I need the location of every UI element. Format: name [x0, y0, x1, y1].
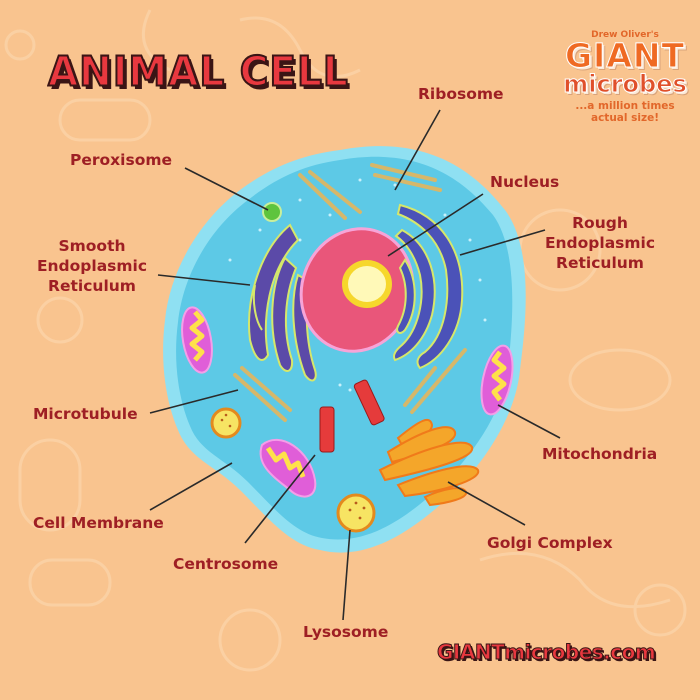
label-microtubule: Microtubule — [33, 405, 138, 423]
label-rough-er-line3: Reticulum — [556, 254, 644, 272]
label-mitochondria: Mitochondria — [542, 445, 658, 463]
label-smooth-er: Smooth Endoplasmic Reticulum — [32, 236, 152, 296]
logo-byline: Drew Oliver's — [591, 30, 659, 40]
website-link[interactable]: GIANTmicrobes.com — [436, 640, 656, 665]
lysosome-bottom — [336, 493, 376, 533]
logo-brand-top: GIANT — [564, 36, 686, 75]
golgi-complex — [378, 418, 480, 507]
logo-brand-bottom: microbes — [563, 70, 688, 98]
label-rough-er-line2: Endoplasmic — [544, 234, 656, 252]
label-peroxisome: Peroxisome — [70, 151, 173, 169]
giantmicrobes-logo: Drew Oliver's GIANT microbes ...a millio… — [555, 30, 695, 124]
label-rough-er: Rough Endoplasmic Reticulum — [540, 213, 660, 273]
label-nucleus: Nucleus — [490, 173, 560, 191]
mitochondrion-left — [181, 306, 213, 374]
label-smooth-er-line3: Reticulum — [48, 277, 136, 295]
logo-tagline-1: ...a million times — [575, 100, 675, 112]
label-rough-er-line1: Rough — [572, 214, 628, 232]
ribosome-dots — [228, 178, 487, 412]
logo-tagline-2: actual size! — [590, 112, 659, 124]
nucleus — [299, 227, 415, 353]
label-centrosome: Centrosome — [173, 555, 279, 573]
label-cell-membrane: Cell Membrane — [33, 514, 164, 532]
page-title: ANIMAL CELL — [47, 48, 349, 97]
lysosome-left — [210, 407, 242, 439]
mitochondrion-right — [480, 344, 514, 416]
microtubules — [233, 163, 467, 422]
centrosome — [319, 379, 385, 453]
label-ribosome: Ribosome — [418, 85, 504, 103]
label-golgi-complex: Golgi Complex — [487, 534, 613, 552]
nucleolus — [342, 260, 392, 308]
label-lysosome: Lysosome — [303, 623, 389, 641]
label-smooth-er-line1: Smooth — [58, 237, 126, 255]
leader-lines — [149, 109, 561, 621]
label-smooth-er-line2: Endoplasmic — [36, 257, 148, 275]
peroxisome — [262, 202, 282, 222]
rough-endoplasmic-reticulum — [392, 203, 464, 370]
background-doodles — [4, 9, 687, 672]
mitochondrion-bottom — [259, 439, 317, 498]
